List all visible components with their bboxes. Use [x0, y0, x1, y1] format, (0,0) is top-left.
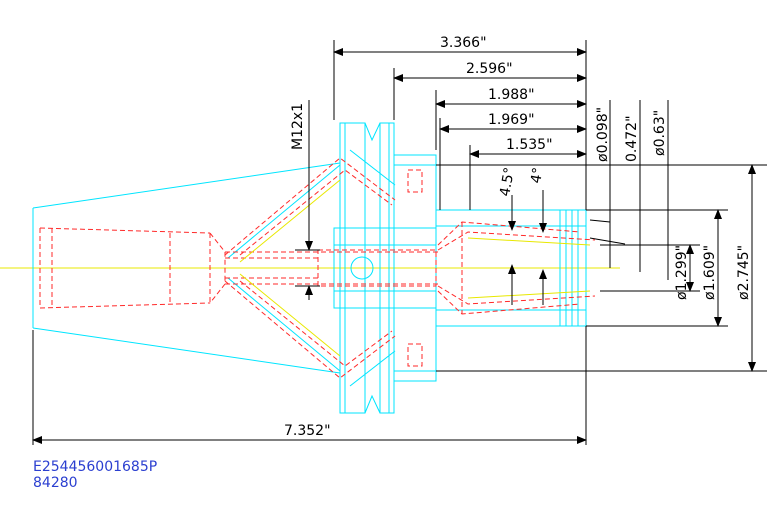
dim-1-535: 1.535"	[506, 137, 553, 153]
angle-4: 4°	[528, 166, 547, 184]
hidden-lines	[39, 157, 596, 379]
dim-dia-2-745: ø2.745"	[736, 245, 752, 300]
dim-7-352: 7.352"	[284, 423, 331, 439]
part-code-label: E254456001685P	[33, 459, 158, 475]
dim-dia-1-299: ø1.299"	[674, 245, 690, 300]
dim-0-472: 0.472"	[624, 115, 640, 162]
dim-dia-0-63: ø0.63"	[652, 110, 668, 156]
dim-2-596: 2.596"	[466, 61, 513, 77]
dim-dia-0-098: ø0.098"	[595, 107, 611, 162]
dim-1-988: 1.988"	[488, 87, 535, 103]
construction-lines	[239, 179, 591, 357]
dim-1-969: 1.969"	[488, 112, 535, 128]
dim-dia-1-609: ø1.609"	[702, 245, 718, 300]
thread-label: M12x1	[290, 103, 306, 150]
angle-4-5: 4.5°	[497, 166, 518, 198]
part-number-label: 84280	[33, 475, 78, 491]
dim-3-366: 3.366"	[440, 35, 487, 51]
dimension-lines	[32, 40, 767, 445]
